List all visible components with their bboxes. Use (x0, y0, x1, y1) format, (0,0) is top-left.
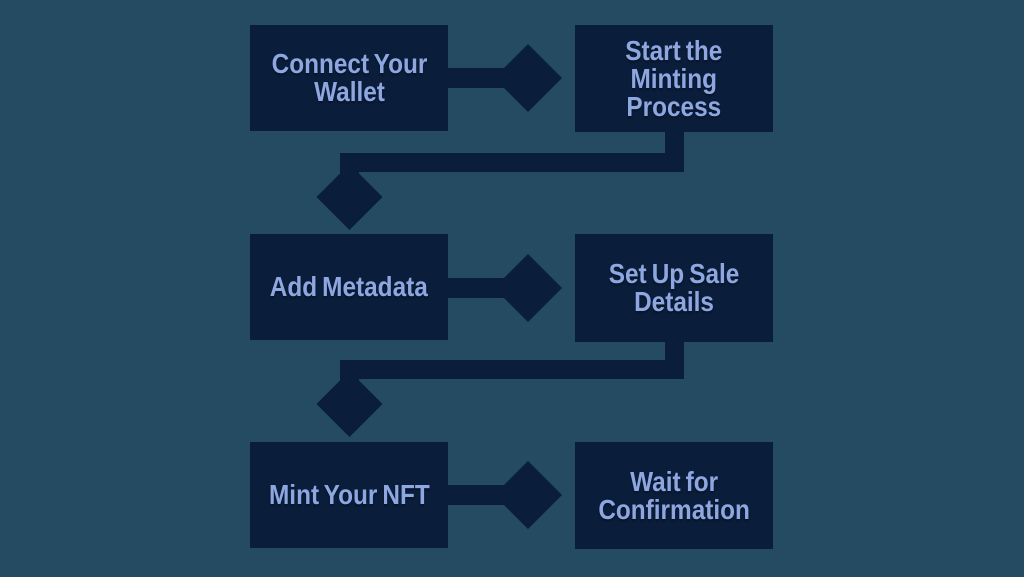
arrow-right-1-2-icon (448, 44, 562, 112)
elbow-arrow-4-5-icon (316, 340, 684, 437)
step-wait-for-confirmation: Wait for Confirmation (575, 442, 773, 549)
step-start-the-minting-process: Start the Minting Process (575, 25, 773, 132)
step-connect-your-wallet: Connect Your Wallet (250, 25, 448, 131)
step-label: Connect Your Wallet (271, 48, 427, 107)
step-label: Add Metadata (270, 271, 428, 302)
step-add-metadata: Add Metadata (250, 234, 448, 340)
step-label: Mint Your NFT (268, 479, 430, 510)
step-mint-your-nft: Mint Your NFT (250, 442, 448, 548)
step-label: Set Up Sale Details (608, 258, 740, 317)
arrow-right-3-4-icon (448, 254, 562, 322)
arrow-right-5-6-icon (448, 461, 562, 529)
step-label: Start the Minting Process (625, 34, 723, 122)
step-set-up-sale-details: Set Up Sale Details (575, 234, 773, 342)
elbow-arrow-2-3-icon (316, 131, 684, 230)
step-label: Wait for Confirmation (598, 465, 750, 525)
